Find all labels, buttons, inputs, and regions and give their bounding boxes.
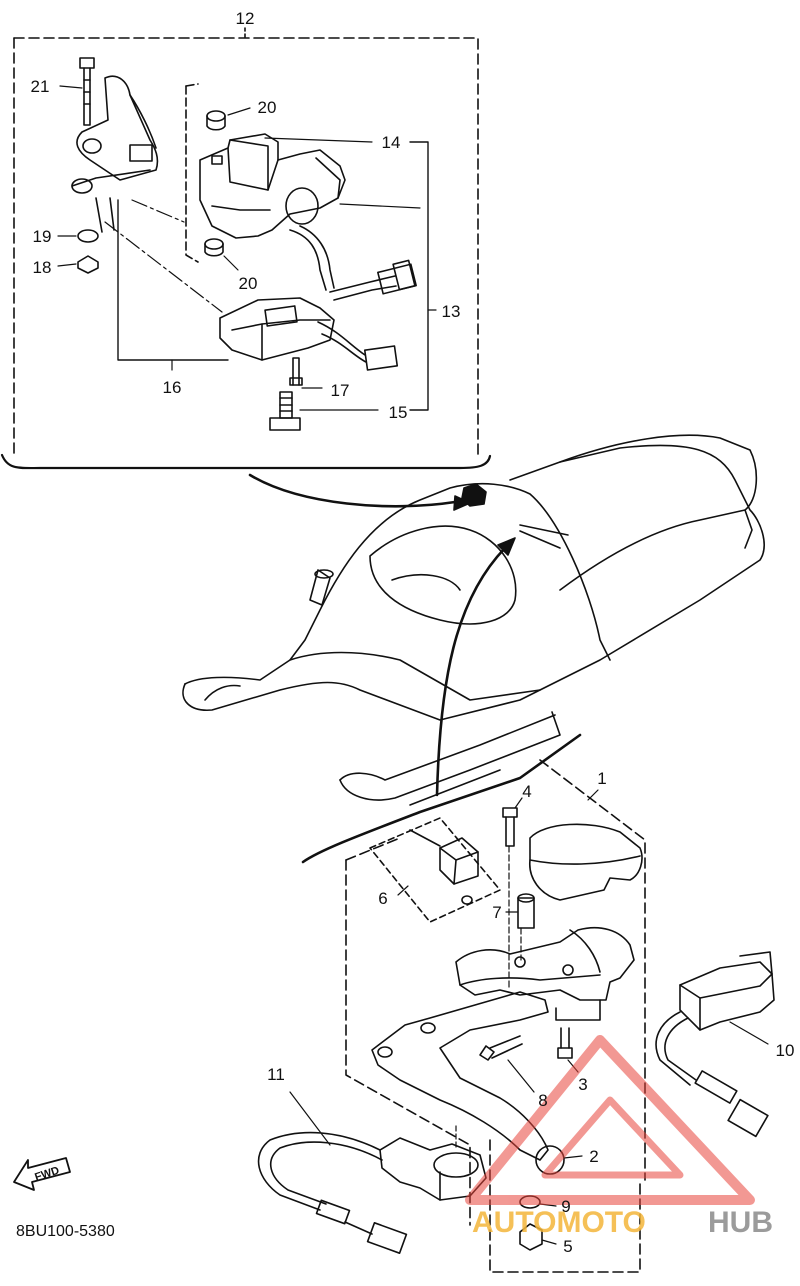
- watermark-text: AUTOMOTO HUB: [472, 1206, 773, 1239]
- part-labels: 12 21 20 14 19 18 20 13 16 17 15 1 4 6 7…: [31, 9, 795, 1256]
- bolt-3: [557, 1027, 573, 1059]
- label-17: 17: [331, 381, 350, 400]
- label-19: 19: [33, 227, 52, 246]
- fwd-label: FWD: [33, 1165, 61, 1184]
- throttle-housing-bracket: [71, 75, 159, 233]
- throttle-switch-assembly-14: [199, 133, 417, 301]
- label-11: 11: [267, 1065, 285, 1084]
- label-4: 4: [522, 782, 531, 801]
- label-20b: 20: [239, 274, 258, 293]
- nut-18: [77, 255, 99, 274]
- label-1: 1: [597, 769, 606, 788]
- label-18: 18: [33, 258, 52, 277]
- arrow-upper-to-mount: [248, 473, 457, 508]
- label-20a: 20: [258, 98, 277, 117]
- screw-17: [289, 357, 303, 386]
- arrow-head-lower: [497, 537, 516, 556]
- watermark-logo: [465, 1035, 755, 1205]
- upper-inset-frame: [0, 27, 492, 470]
- throttle-sensor-11: [257, 1131, 487, 1255]
- collar-7: [517, 893, 535, 929]
- screw-8: [479, 1035, 523, 1061]
- label-9: 9: [561, 1197, 570, 1216]
- lower-inset-frame: [301, 733, 646, 1273]
- switch-10: [655, 951, 775, 1138]
- arrow-lower-to-mount: [435, 546, 507, 797]
- snowmobile-illustration: [182, 434, 765, 806]
- label-5: 5: [563, 1237, 572, 1256]
- label-7: 7: [492, 903, 501, 922]
- washer-19: [77, 229, 99, 243]
- label-14: 14: [382, 133, 401, 152]
- label-13: 13: [442, 302, 461, 321]
- label-3: 3: [578, 1075, 587, 1094]
- throttle-lever-bracket: [455, 926, 635, 1021]
- mount-blob: [461, 483, 487, 507]
- lever-cover: [529, 823, 643, 901]
- label-16: 16: [163, 378, 182, 397]
- watermark-text-automoto: AUTOMOTO: [472, 1206, 646, 1239]
- grommet-20-upper: [206, 110, 226, 131]
- label-2: 2: [589, 1147, 598, 1166]
- label-10: 10: [776, 1041, 795, 1060]
- label-8: 8: [538, 1091, 547, 1110]
- label-12: 12: [236, 9, 255, 28]
- label-15: 15: [389, 403, 408, 422]
- throttle-lever: [371, 991, 549, 1161]
- label-6: 6: [378, 889, 387, 908]
- block-6: [409, 829, 479, 905]
- switch-cover-16: [219, 297, 399, 371]
- grommet-20-lower: [204, 238, 224, 257]
- label-21: 21: [31, 77, 50, 96]
- bracket-6-frame: [369, 817, 501, 923]
- bolt-4: [502, 807, 518, 847]
- diagram-code: 8BU100-5380: [16, 1223, 115, 1240]
- bolt-21: [79, 57, 95, 126]
- watermark-text-hub: HUB: [708, 1206, 773, 1239]
- fwd-arrow-icon: [13, 1157, 71, 1191]
- bolt-15: [269, 391, 301, 431]
- nut-5: [519, 1223, 543, 1251]
